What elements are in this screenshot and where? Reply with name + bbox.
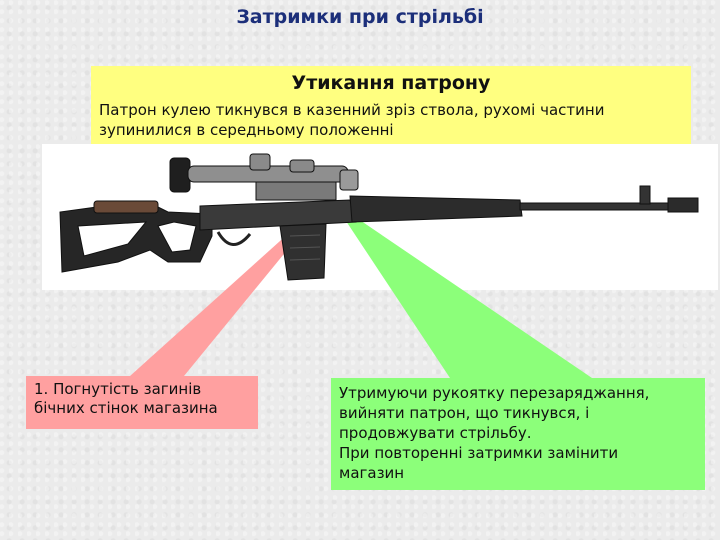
remedy-line: При повторенні затримки замінити [339,444,619,462]
remedy-callout-pointer [340,212,592,378]
remedy-line: продовжувати стрільбу. [339,424,532,442]
remedy-line: Утримуючи рукоятку перезаряджання, [339,384,650,402]
slide-title: Затримки при стрільбі [236,6,484,28]
stoppage-description: Патрон кулею тикнувся в казенний зріз ст… [99,101,605,139]
cause-box: 1. Погнутість загинів бічних стінок мага… [26,376,258,429]
remedy-box: Утримуючи рукоятку перезаряджання, вийня… [331,378,705,490]
stoppage-heading: Утикання патрону [291,72,491,94]
remedy-line: вийняти патрон, що тикнувся, і [339,404,590,422]
stoppage-box: Утикання патрону Патрон кулею тикнувся в… [91,66,691,144]
remedy-line: магазин [339,464,405,482]
cause-callout-pointer [130,232,297,376]
rifle [59,153,699,281]
